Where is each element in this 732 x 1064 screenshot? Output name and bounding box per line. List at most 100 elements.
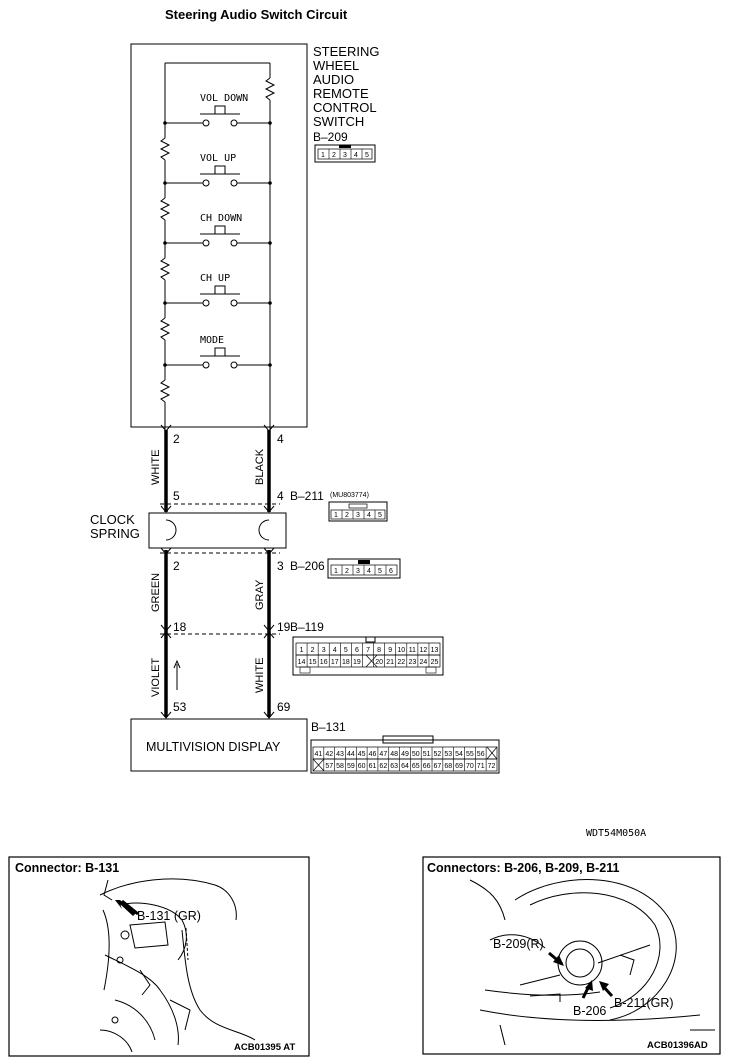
connector-pin-label: 21 [386, 659, 394, 666]
connector-pin-label: 50 [412, 751, 420, 758]
connector-pin-label: 63 [390, 763, 398, 770]
connector-b119-label: B–119 [290, 620, 324, 634]
svg-text:CONTROL: CONTROL [313, 100, 377, 115]
svg-text:5: 5 [365, 152, 369, 159]
figure-code: WDT54M050A [586, 828, 646, 839]
connector-pin-label: 68 [444, 763, 452, 770]
connector-pin-label: 44 [347, 751, 355, 758]
connector-pin-label: 45 [358, 751, 366, 758]
switch-unit-box [130, 43, 308, 428]
svg-text:2: 2 [332, 152, 336, 159]
connector-pin-label: 69 [455, 763, 463, 770]
connector-pin-label: 67 [434, 763, 442, 770]
panel-right-title: Connectors: B-206, B-209, B-211 [427, 861, 619, 875]
connector-pin-label: 19 [353, 659, 361, 666]
connector-pin-label: 59 [347, 763, 355, 770]
multivision-display-label: MULTIVISION DISPLAY [146, 740, 281, 754]
connector-pin-label: 2 [311, 647, 315, 654]
svg-text:4: 4 [354, 152, 358, 159]
connector-b206-face: 1 2 3 4 5 6 [327, 558, 401, 579]
svg-text:5: 5 [378, 512, 382, 519]
pin-right-top: 4 [277, 432, 284, 446]
svg-text:REMOTE: REMOTE [313, 86, 369, 101]
connector-pin-label: 4 [333, 647, 337, 654]
right-rail [264, 63, 276, 430]
connector-pin-label: 10 [397, 647, 405, 654]
connector-b206-label: B–206 [290, 559, 325, 573]
switch-label-mode: MODE [200, 335, 224, 346]
connector-pin-label: 14 [298, 659, 306, 666]
connector-pin-label: 48 [390, 751, 398, 758]
pin-left-top: 2 [173, 432, 180, 446]
connector-pin-label: 9 [388, 647, 392, 654]
connector-pin-label: 56 [477, 751, 485, 758]
callout-b131: B-131 (GR) [137, 909, 201, 923]
svg-text:5: 5 [378, 568, 382, 575]
callout-b209: B-209(R) [493, 937, 544, 951]
page-title: Steering Audio Switch Circuit [165, 7, 348, 22]
svg-text:6: 6 [389, 568, 393, 575]
connector-b211-label: B–211 [290, 489, 324, 503]
svg-text:AUDIO: AUDIO [313, 72, 354, 87]
connector-pin-label: 54 [455, 751, 463, 758]
connector-pin-label: 5 [344, 647, 348, 654]
connector-pin-label: 62 [379, 763, 387, 770]
connector-b211-part: (MU803774) [330, 492, 369, 499]
svg-text:2: 2 [345, 512, 349, 519]
connector-pin-label: 8 [377, 647, 381, 654]
svg-text:3: 3 [343, 152, 347, 159]
wire-label-right-2: GRAY [254, 579, 266, 610]
steering-wheel-sketch [469, 879, 715, 1046]
pin-left-cs-out: 2 [173, 559, 180, 573]
connector-pin-label: 70 [466, 763, 474, 770]
svg-text:2: 2 [345, 568, 349, 575]
connector-pin-label: 51 [423, 751, 431, 758]
wire-label-right-1: BLACK [254, 448, 266, 485]
wire-label-left-3: VIOLET [150, 658, 162, 697]
connector-pin-label: 12 [420, 647, 428, 654]
pin-right-cs-in: 4 [277, 489, 284, 503]
connector-pin-label: 55 [466, 751, 474, 758]
connector-pin-label: 7 [366, 647, 370, 654]
switch-rungs [165, 105, 270, 369]
svg-text:3: 3 [356, 512, 360, 519]
connector-pin-label: 25 [431, 659, 439, 666]
connector-pin-label: 58 [336, 763, 344, 770]
svg-text:SWITCH: SWITCH [313, 114, 364, 129]
connector-pin-label: 49 [401, 751, 409, 758]
clock-spring-label-1: CLOCK [90, 512, 135, 527]
connector-pin-label: 42 [325, 751, 333, 758]
wire-label-right-3: WHITE [254, 658, 266, 693]
connector-pin-label: 24 [420, 659, 428, 666]
svg-text:3: 3 [356, 568, 360, 575]
connector-pin-label: 1 [300, 647, 304, 654]
connector-pin-label: 13 [431, 647, 439, 654]
connector-pin-label: 64 [401, 763, 409, 770]
switch-label-ch-down: CH DOWN [200, 213, 242, 224]
svg-text:STEERING: STEERING [313, 44, 379, 59]
pin-left-bottom: 53 [173, 700, 187, 714]
svg-text:1: 1 [334, 568, 338, 575]
pin-right-junction: 19 [277, 620, 291, 634]
callout-b206: B-206 [573, 1004, 606, 1018]
connector-pin-label: 16 [320, 659, 328, 666]
connector-pin-label: 47 [379, 751, 387, 758]
connector-pin-label: 61 [369, 763, 377, 770]
connector-pin-label: 20 [375, 659, 383, 666]
switch-label-vol-up: VOL UP [200, 153, 236, 164]
connector-pin-label: 60 [358, 763, 366, 770]
connector-pin-label: 11 [409, 647, 416, 654]
connector-b131-label: B–131 [311, 720, 346, 734]
connector-pin-label: 57 [325, 763, 333, 770]
svg-text:1: 1 [321, 152, 325, 159]
connector-pin-label: 72 [488, 763, 496, 770]
connector-b209-label: B–209 [313, 130, 348, 144]
connector-pin-label: 52 [434, 751, 442, 758]
wire-label-left-1: WHITE [150, 450, 162, 485]
pin-right-cs-out: 3 [277, 559, 284, 573]
connector-b209-face: 1 2 3 4 5 [314, 144, 376, 163]
connector-pin-label: 3 [322, 647, 326, 654]
callout-arrow-icon [115, 900, 136, 916]
connector-pin-label: 53 [444, 751, 452, 758]
